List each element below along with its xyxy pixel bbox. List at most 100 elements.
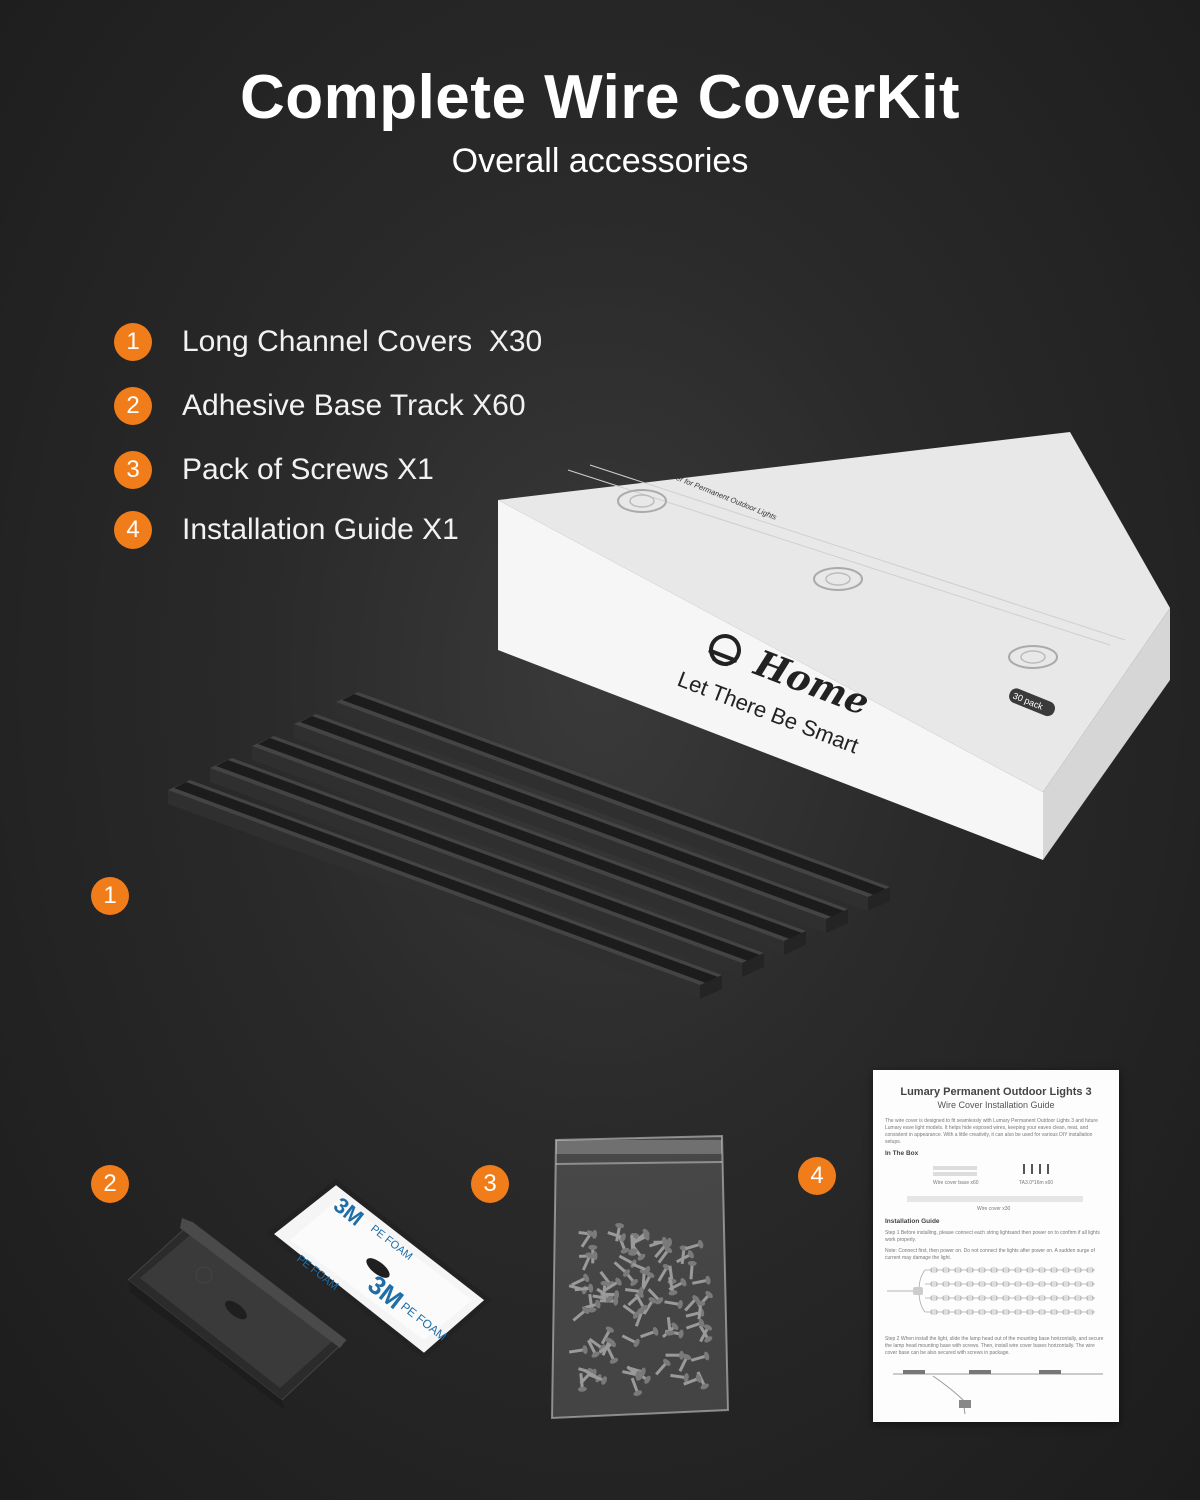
list-item: 1 Long Channel Covers X30 xyxy=(114,322,542,362)
light-node xyxy=(1062,1309,1070,1315)
number-badge: 3 xyxy=(114,451,152,489)
light-node xyxy=(1038,1295,1046,1301)
callout-badge-3: 3 xyxy=(471,1165,509,1203)
screw-pile xyxy=(568,1222,713,1396)
guide-installation-heading: Installation Guide xyxy=(885,1218,940,1225)
light-node xyxy=(1038,1267,1046,1273)
light-node xyxy=(930,1309,938,1315)
screw xyxy=(676,1250,694,1264)
light-node xyxy=(954,1281,962,1287)
screw xyxy=(625,1287,644,1296)
light-node xyxy=(1086,1267,1094,1273)
screw xyxy=(604,1277,622,1292)
screw xyxy=(670,1373,689,1383)
channel-cover xyxy=(294,714,848,933)
light-node xyxy=(1074,1309,1082,1315)
light-node xyxy=(954,1309,962,1315)
page-subtitle: Overall accessories xyxy=(451,142,749,180)
light-node xyxy=(930,1281,938,1287)
screw xyxy=(568,1345,588,1355)
guide-title: Lumary Permanent Outdoor Lights 3 xyxy=(900,1086,1092,1098)
light-node xyxy=(954,1295,962,1301)
light-node xyxy=(1086,1281,1094,1287)
light-node xyxy=(942,1309,950,1315)
light-node xyxy=(966,1281,974,1287)
screw xyxy=(581,1252,595,1271)
light-string-diagram xyxy=(887,1267,1095,1315)
light-node xyxy=(1014,1295,1022,1301)
light-node xyxy=(1050,1267,1058,1273)
light-node xyxy=(1074,1267,1082,1273)
light-node xyxy=(990,1295,998,1301)
light-node xyxy=(978,1309,986,1315)
light-node xyxy=(942,1267,950,1273)
page-title: Complete Wire CoverKit xyxy=(239,63,961,132)
light-node xyxy=(1050,1295,1058,1301)
screw xyxy=(572,1306,590,1322)
light-node xyxy=(1002,1281,1010,1287)
light-node xyxy=(1086,1295,1094,1301)
screw xyxy=(642,1297,657,1315)
light-node xyxy=(1062,1267,1070,1273)
light-node xyxy=(1026,1281,1034,1287)
screw xyxy=(628,1234,638,1254)
list-item: 4 Installation Guide X1 xyxy=(114,510,459,550)
light-node xyxy=(978,1295,986,1301)
light-node xyxy=(1086,1309,1094,1315)
guide-step-1: Step 1 Before installing, please connect… xyxy=(885,1230,1100,1243)
light-node xyxy=(990,1267,998,1273)
light-node xyxy=(1074,1295,1082,1301)
channel-cover xyxy=(210,758,764,977)
screw xyxy=(668,1276,678,1296)
lumary-logo-icon xyxy=(638,434,653,448)
light-node xyxy=(1050,1281,1058,1287)
screw xyxy=(598,1339,616,1354)
light-node xyxy=(1014,1267,1022,1273)
screw xyxy=(685,1318,705,1330)
screw xyxy=(665,1350,685,1360)
screw xyxy=(588,1373,607,1385)
screw xyxy=(655,1358,671,1376)
light-node xyxy=(966,1309,974,1315)
screw xyxy=(683,1374,702,1386)
guide-step-2: Step 2 When install the light, slide the… xyxy=(885,1336,1104,1356)
mounting-diagram xyxy=(893,1370,1103,1415)
light-node xyxy=(990,1309,998,1315)
screw xyxy=(678,1353,692,1372)
light-node xyxy=(930,1295,938,1301)
number-badge: 4 xyxy=(114,511,152,549)
guide-item-cover: Wire cover x30 xyxy=(977,1206,1011,1212)
screw xyxy=(687,1260,697,1280)
screw xyxy=(600,1280,610,1300)
in-the-box-illustration xyxy=(907,1164,1083,1202)
light-node xyxy=(1026,1295,1034,1301)
light-node xyxy=(954,1267,962,1273)
callout-badge-1: 1 xyxy=(91,877,129,915)
number-badge: 1 xyxy=(114,323,152,361)
screw xyxy=(605,1345,619,1364)
light-node xyxy=(1062,1281,1070,1287)
screw xyxy=(692,1275,711,1285)
guide-note: Note: Connect first, then power on. Do n… xyxy=(885,1248,1095,1261)
box-knob xyxy=(813,567,863,591)
light-node xyxy=(1002,1309,1010,1315)
screw xyxy=(622,1370,641,1380)
guide-subtitle: Wire Cover Installation Guide xyxy=(937,1100,1055,1110)
screw xyxy=(615,1222,625,1242)
light-node xyxy=(966,1267,974,1273)
screw xyxy=(621,1334,640,1348)
controller xyxy=(913,1287,923,1295)
list-item-label: Pack of Screws X1 xyxy=(182,453,434,486)
screw xyxy=(622,1304,640,1319)
channel-cover xyxy=(336,692,890,911)
screw xyxy=(630,1377,643,1396)
screw xyxy=(664,1300,683,1309)
screw xyxy=(684,1239,704,1251)
light-node xyxy=(966,1295,974,1301)
screw xyxy=(607,1231,626,1242)
channel-cover xyxy=(252,736,806,955)
screw xyxy=(657,1246,673,1264)
